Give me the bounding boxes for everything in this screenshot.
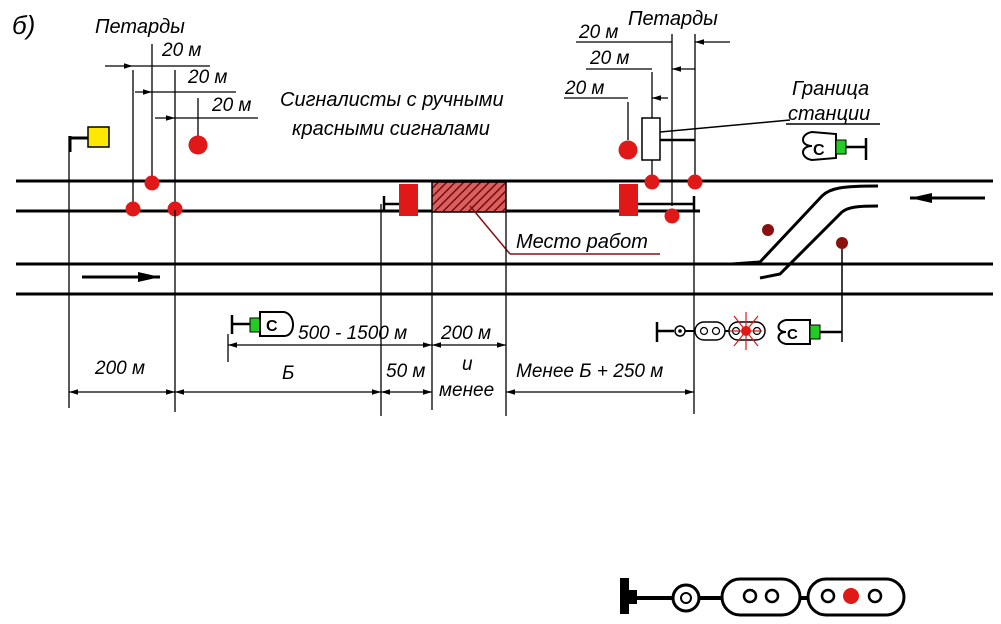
station-border-label-line1: Граница <box>792 78 869 100</box>
c-sign-letter: С <box>266 318 278 335</box>
station-border-plate <box>641 117 661 161</box>
entry-signal-small <box>655 312 766 350</box>
dim-200-work: 200 м <box>440 323 491 344</box>
petard <box>167 201 183 217</box>
station-border-label-line2: станции <box>788 103 870 125</box>
dim-20-r3: 20 м <box>564 78 604 99</box>
direction-arrows <box>82 193 985 282</box>
work-site-leader <box>469 205 660 255</box>
green-lamp-icon <box>249 317 261 333</box>
station-border-post <box>641 117 791 161</box>
crossover-switch <box>731 184 879 280</box>
work-site-label: Место работ <box>516 231 648 253</box>
stop-signal-right-plate <box>619 184 638 216</box>
c-sign-left: С <box>230 311 294 337</box>
dim-less-b: Менее Б + 250 м <box>516 361 663 382</box>
c-sign-letter: С <box>787 326 798 343</box>
dimension-lines <box>69 342 694 395</box>
petards-left <box>125 175 183 217</box>
petard-left-dimensions <box>105 63 258 121</box>
petards-right <box>644 174 703 224</box>
dim-range: 500 - 1500 м <box>298 323 407 344</box>
dim-and-line2: менее <box>439 380 494 401</box>
stop-signal-left-plate <box>399 184 418 216</box>
c-sign-top-right: С <box>802 130 868 162</box>
large-signal-head <box>620 577 906 617</box>
dimension-extension-lines <box>68 136 695 416</box>
signalmen-label-line2: красными сигналами <box>292 118 490 140</box>
flash-icon <box>730 312 762 350</box>
yellow-signal-plate <box>87 126 110 148</box>
stop-signal-left <box>382 184 418 216</box>
subfigure-label: б) <box>12 10 35 40</box>
direction-arrow-right-head <box>138 272 160 282</box>
petard <box>644 174 660 190</box>
c-sign-bottom-right: С <box>777 319 842 345</box>
switch-marker <box>836 237 848 249</box>
dim-20-b: 20 м <box>187 67 227 88</box>
petard <box>125 201 141 217</box>
signalman-left <box>188 135 208 155</box>
petard <box>144 175 160 191</box>
signalmen-label-line1: Сигналисты с ручными <box>280 89 504 111</box>
c-sign-body <box>259 311 294 337</box>
dim-20-a: 20 м <box>161 40 201 61</box>
dim-50: 50 м <box>386 361 425 382</box>
green-lamp-icon <box>809 324 821 340</box>
red-lamp-icon <box>843 588 859 604</box>
dim-20-c: 20 м <box>211 95 251 116</box>
dim-200-left: 200 м <box>94 358 145 379</box>
petardy-right-label: Петарды <box>628 8 718 30</box>
switch-marker <box>762 224 774 236</box>
direction-arrow-left-head <box>910 193 932 203</box>
petard-right-dimensions <box>564 39 730 101</box>
petard <box>664 208 680 224</box>
stop-signal-right <box>619 184 696 216</box>
green-lamp-icon <box>835 139 847 155</box>
dim-and-line1: и <box>462 354 473 375</box>
petard <box>687 174 703 190</box>
c-sign-letter: С <box>813 142 825 159</box>
work-site-area <box>431 181 507 213</box>
yellow-signal <box>68 126 110 152</box>
dim-20-r1: 20 м <box>578 22 618 43</box>
signalman-right <box>618 140 638 160</box>
petardy-left-label: Петарды <box>95 16 185 38</box>
dim-20-r2: 20 м <box>589 48 629 69</box>
dim-b: Б <box>282 363 294 384</box>
